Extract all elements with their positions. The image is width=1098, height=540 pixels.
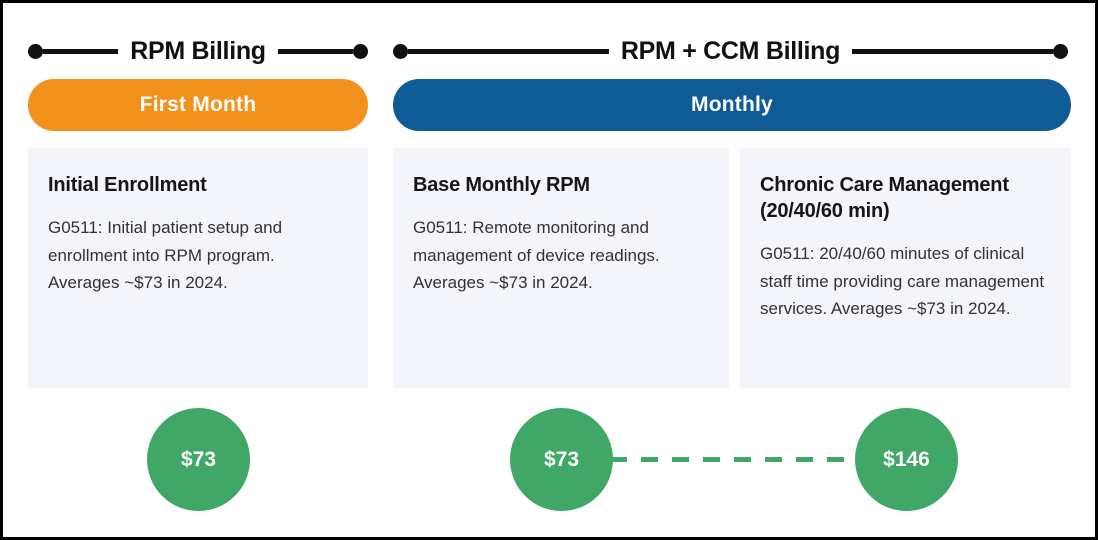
rpm-billing-header: RPM Billing bbox=[28, 36, 368, 66]
initial-enrollment-card: Initial Enrollment G0511: Initial patien… bbox=[28, 148, 368, 388]
line-endpoint-dot-icon bbox=[28, 43, 43, 59]
line-endpoint-dot-icon bbox=[1053, 43, 1068, 59]
card-title: Chronic Care Management (20/40/60 min) bbox=[760, 174, 1009, 222]
header-line bbox=[43, 48, 119, 54]
card-title: Initial Enrollment bbox=[48, 174, 207, 196]
first-month-pill: First Month bbox=[28, 79, 368, 131]
price-circle-enrollment: $73 bbox=[147, 408, 250, 511]
dashed-connector-line bbox=[610, 457, 858, 462]
card-title: Base Monthly RPM bbox=[413, 174, 590, 196]
header-line bbox=[408, 48, 609, 54]
line-endpoint-dot-icon bbox=[393, 43, 408, 59]
base-monthly-rpm-card: Base Monthly RPM G0511: Remote monitorin… bbox=[393, 148, 729, 388]
rpm-ccm-billing-header-label: RPM + CCM Billing bbox=[620, 36, 841, 65]
monthly-pill: Monthly bbox=[393, 79, 1071, 131]
rpm-ccm-billing-header: RPM + CCM Billing bbox=[393, 36, 1068, 66]
card-body: G0511: Remote monitoring and management … bbox=[413, 218, 660, 293]
price-circle-rpm-ccm: $146 bbox=[855, 408, 958, 511]
line-endpoint-dot-icon bbox=[353, 43, 368, 59]
card-body: G0511: Initial patient setup and enrollm… bbox=[48, 218, 283, 293]
card-body: G0511: 20/40/60 minutes of clinical staf… bbox=[760, 244, 1045, 319]
chronic-care-management-card: Chronic Care Management (20/40/60 min) G… bbox=[740, 148, 1071, 388]
header-line bbox=[852, 48, 1053, 54]
rpm-billing-header-label: RPM Billing bbox=[130, 36, 266, 65]
price-circle-rpm: $73 bbox=[510, 408, 613, 511]
header-line bbox=[277, 48, 353, 54]
